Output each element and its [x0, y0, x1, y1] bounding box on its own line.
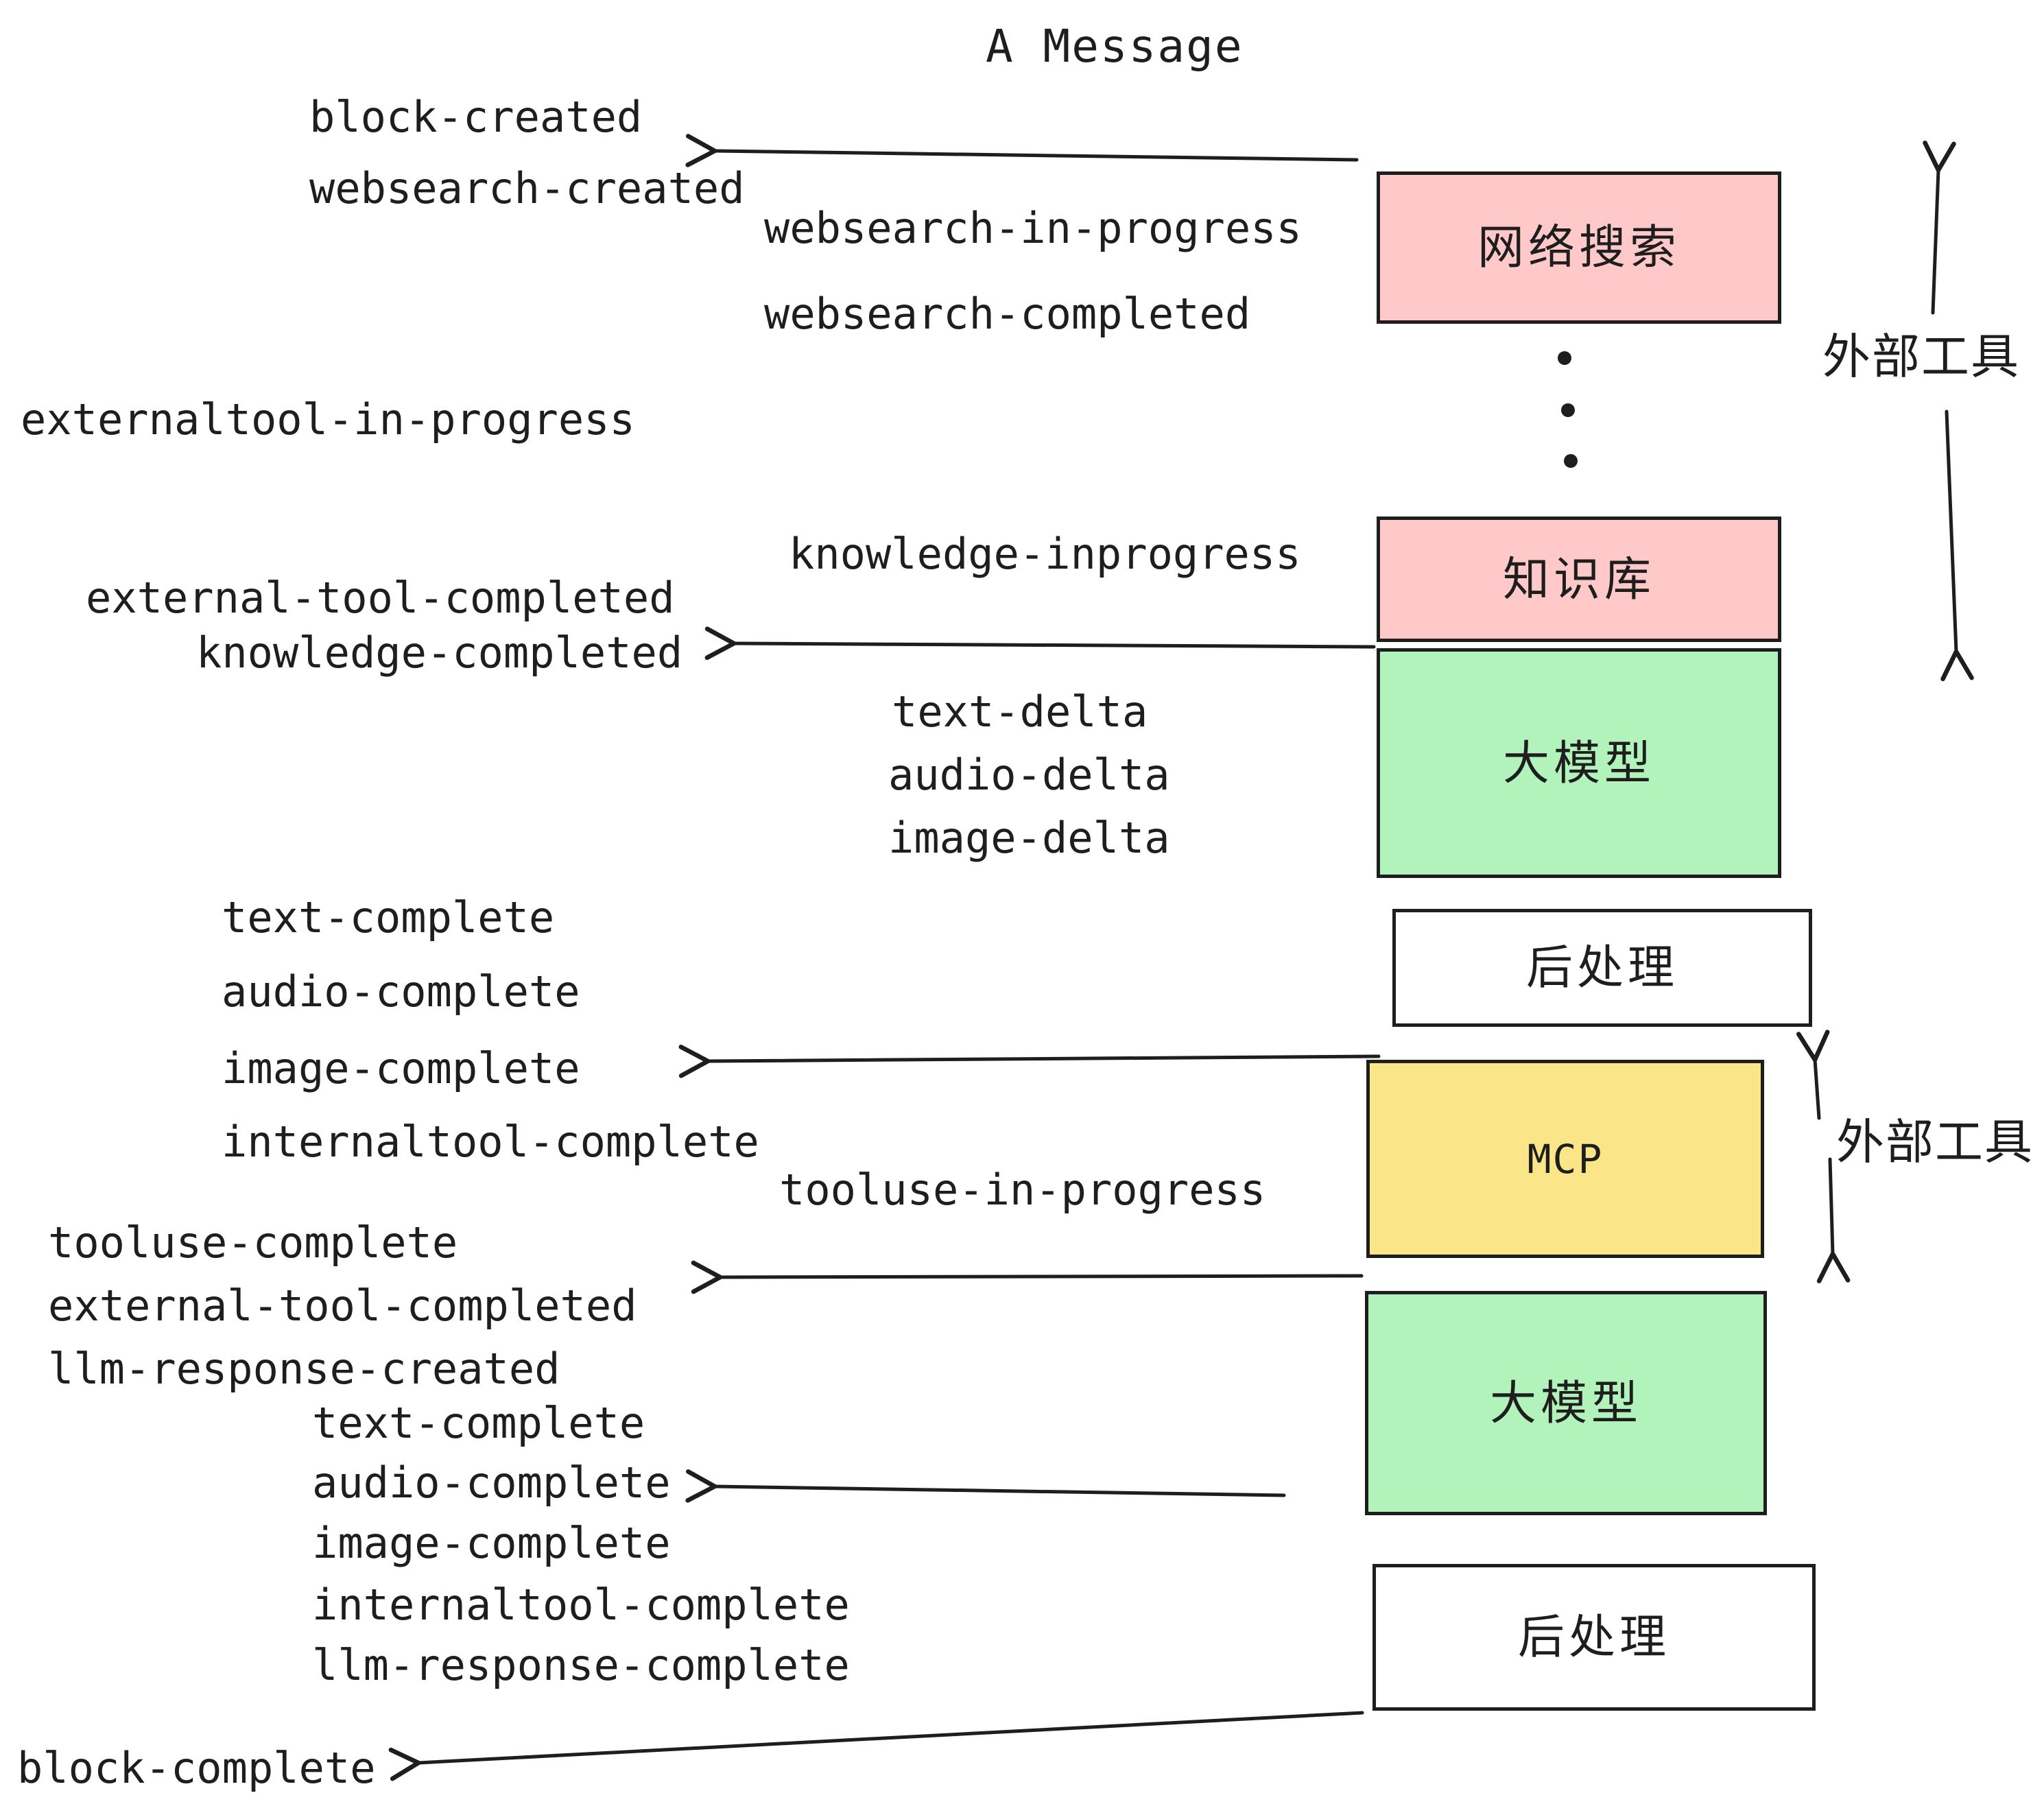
box-label-llm-2: 大模型 — [1489, 1377, 1642, 1429]
event-label-audio-complete: audio-complete — [222, 966, 580, 1017]
arrow-llm1-to-knowledge-completed — [704, 626, 1376, 661]
event-label-websearch-completed: websearch-completed — [764, 289, 1251, 339]
event-label-block-created: block-created — [309, 92, 643, 142]
box-label-llm-1: 大模型 — [1502, 737, 1655, 790]
ellipsis-dot-3 — [1564, 454, 1578, 468]
event-label-text-complete: text-complete — [312, 1398, 645, 1448]
box-label-mcp: MCP — [1527, 1135, 1604, 1183]
event-label-image-complete: image-complete — [222, 1043, 580, 1093]
event-label-knowledge-completed: knowledge-completed — [196, 628, 683, 678]
box-knowledge: 知识库 — [1377, 517, 1781, 642]
event-label-websearch-in-progress: websearch-in-progress — [764, 203, 1302, 253]
arrow-mcp-to-image-complete — [678, 1044, 1381, 1078]
box-llm-2: 大模型 — [1365, 1291, 1767, 1515]
event-label-llm-response-complete: llm-response-complete — [312, 1640, 850, 1690]
arrow-external-tools-down-2 — [1816, 1157, 1851, 1283]
event-label-internaltool-complete: internaltool-complete — [312, 1580, 850, 1630]
event-label-audio-complete: audio-complete — [312, 1458, 671, 1508]
event-label-block-complete: block-complete — [17, 1743, 376, 1793]
box-llm-1: 大模型 — [1377, 648, 1781, 878]
event-label-websearch-created: websearch-created — [309, 163, 745, 213]
event-label-external-tool-completed: external-tool-completed — [48, 1281, 637, 1331]
box-label-websearch: 网络搜索 — [1477, 222, 1680, 274]
event-label-tooluse-complete: tooluse-complete — [48, 1218, 458, 1268]
event-label-text-complete: text-complete — [222, 892, 555, 942]
box-label-post-1: 后处理 — [1525, 942, 1678, 994]
event-label-external-tool-completed: external-tool-completed — [86, 573, 675, 623]
event-label-internaltool-complete: internaltool-complete — [222, 1117, 759, 1167]
ellipsis-dot-1 — [1558, 351, 1571, 365]
arrow-llm2-to-audio-complete — [685, 1469, 1286, 1503]
event-label-llm-response-created: llm-response-created — [48, 1344, 560, 1394]
event-label-image-complete: image-complete — [312, 1518, 671, 1568]
side-label-external-tools-2: 外部工具 — [1836, 1115, 2034, 1169]
box-post-1: 后处理 — [1392, 909, 1812, 1027]
box-label-post-2: 后处理 — [1517, 1611, 1670, 1663]
box-post-2: 后处理 — [1372, 1564, 1816, 1711]
arrow-external-tools-down-1 — [1940, 410, 1974, 682]
box-mcp: MCP — [1366, 1060, 1764, 1258]
arrow-external-tools-up-2 — [1796, 1030, 1830, 1120]
side-label-external-tools-1: 外部工具 — [1822, 330, 2020, 383]
arrow-websearch-to-block-created — [685, 134, 1359, 167]
box-websearch: 网络搜索 — [1377, 171, 1781, 324]
box-label-knowledge: 知识库 — [1502, 553, 1655, 606]
arrow-llm2-to-tooluse-complete — [691, 1260, 1364, 1294]
event-label-audio-delta: audio-delta — [888, 750, 1170, 800]
ellipsis-dot-2 — [1561, 403, 1575, 417]
event-label-text-delta: text-delta — [892, 687, 1148, 737]
event-label-externaltool-in-progress: externaltool-in-progress — [21, 394, 635, 444]
arrow-post2-to-block-complete — [388, 1711, 1364, 1781]
arrow-external-tools-up-1 — [1923, 140, 1956, 315]
event-label-knowledge-inprogress: knowledge-inprogress — [789, 529, 1301, 579]
event-label-tooluse-in-progress: tooluse-in-progress — [779, 1165, 1266, 1215]
diagram-title: A Message — [986, 20, 1244, 73]
event-label-image-delta: image-delta — [888, 813, 1170, 863]
